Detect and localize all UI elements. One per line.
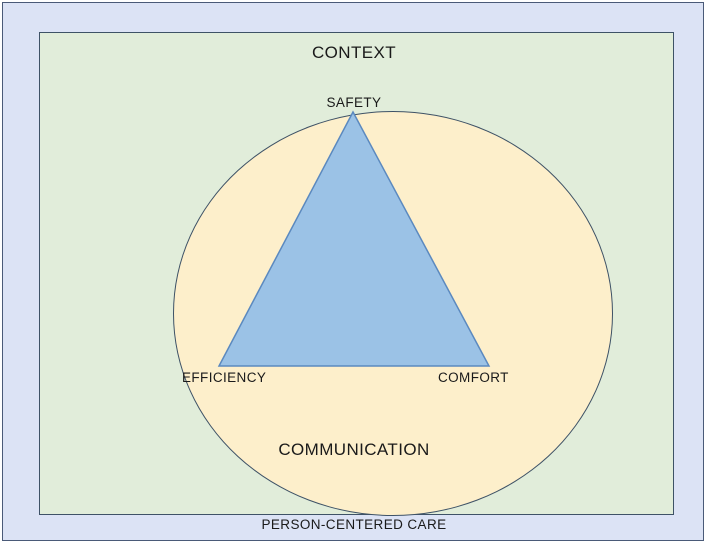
efficiency-label: EFFICIENCY — [182, 370, 267, 385]
safety-label: SAFETY — [326, 95, 382, 110]
person-centered-care-label: PERSON-CENTERED CARE — [261, 517, 447, 532]
safety-efficiency-comfort-triangle — [217, 110, 491, 367]
communication-label: COMMUNICATION — [278, 440, 430, 459]
context-label: CONTEXT — [311, 43, 397, 62]
comfort-label: COMFORT — [438, 370, 509, 385]
